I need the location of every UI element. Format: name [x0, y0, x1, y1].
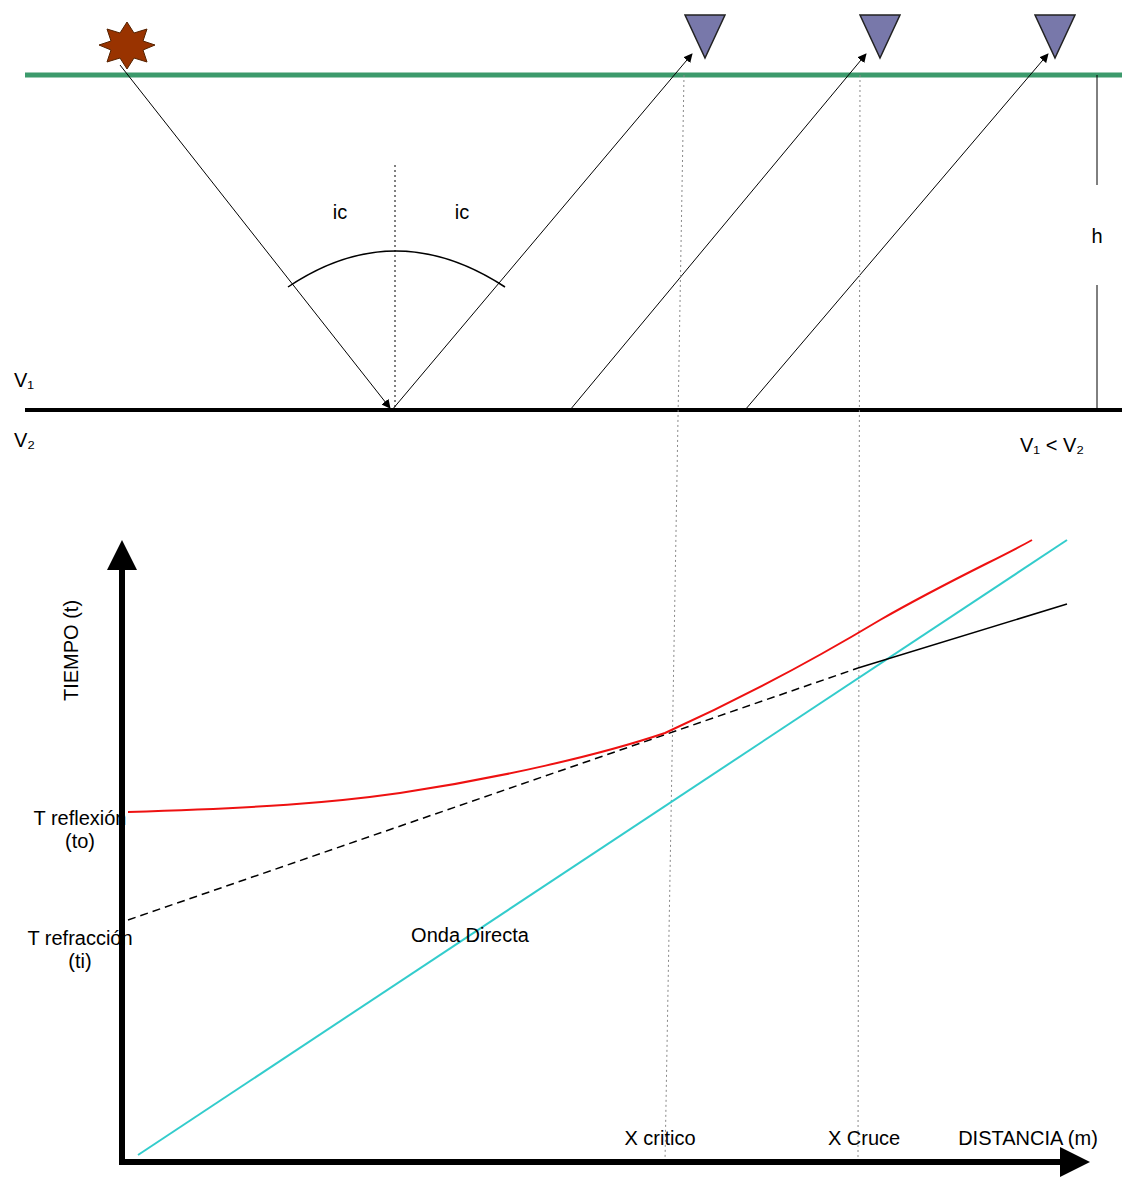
velocity-label: V₂: [14, 429, 35, 452]
time-intercept-label: T refracción (ti): [21, 927, 139, 973]
direct-wave-line: [138, 540, 1067, 1155]
projection-lines: [665, 75, 860, 1162]
angle-label: ic: [333, 201, 347, 224]
layer-interface: [25, 408, 1122, 412]
distance-mark: X Cruce: [828, 1127, 900, 1150]
source-symbol: [99, 22, 155, 69]
receiver-symbols: [685, 15, 1075, 58]
axis-title: TIEMPO (t): [60, 599, 83, 700]
refraction-line-dashed: [128, 668, 858, 920]
time-intercept-label: T reflexión (to): [26, 807, 134, 853]
ground-surface: [25, 73, 1122, 78]
angle-label: ic: [455, 201, 469, 224]
distance-mark: X critico: [624, 1127, 695, 1150]
velocity-relation: V₁ < V₂: [1020, 434, 1084, 457]
thickness-label: h: [1091, 225, 1102, 248]
reflection-curve: [128, 540, 1032, 812]
curve-label: Onda Directa: [411, 924, 529, 947]
ray-paths: [120, 54, 1048, 410]
graph-axes: [119, 555, 1075, 1165]
velocity-label: V₁: [14, 369, 34, 392]
axis-title: DISTANCIA (m): [958, 1127, 1098, 1150]
